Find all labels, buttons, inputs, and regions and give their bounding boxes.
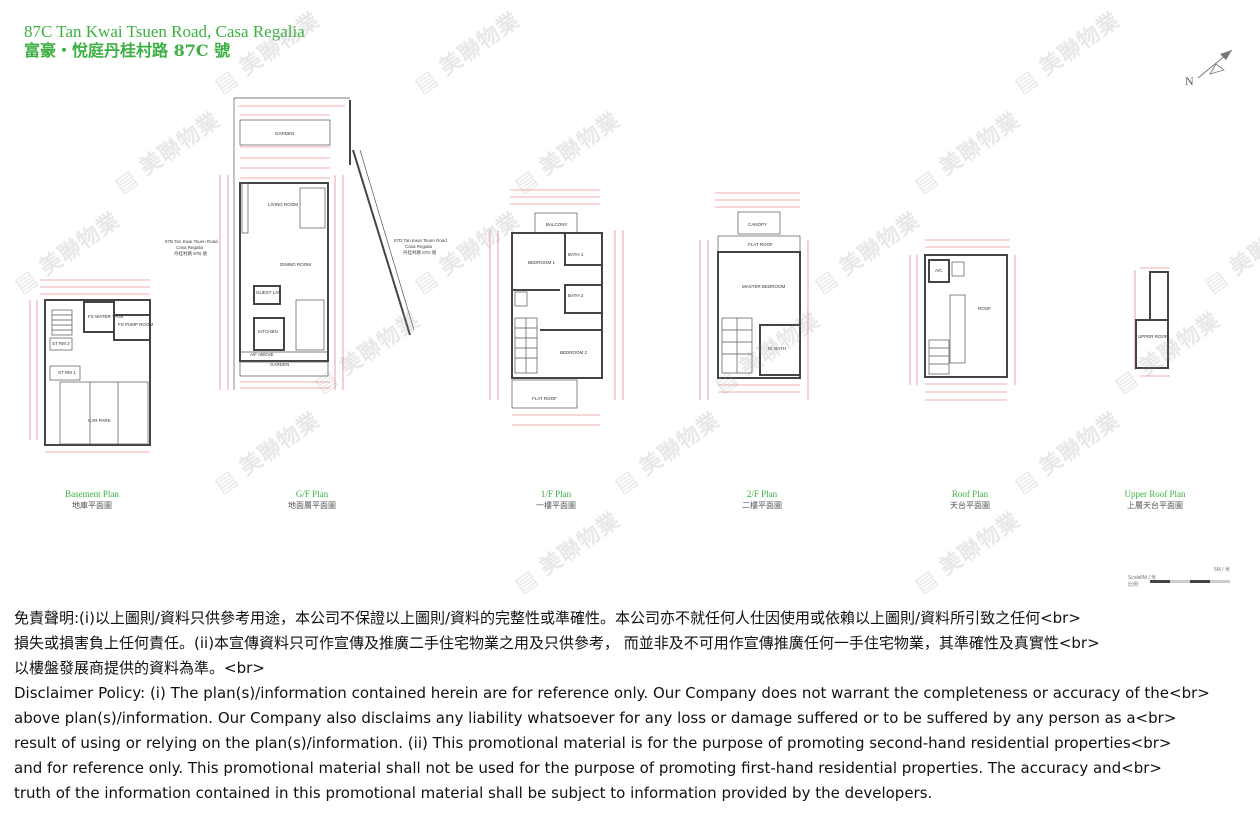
2f-room-4: M. BATH	[768, 346, 786, 351]
upper-roof-plan: UPPER ROOF	[1134, 267, 1170, 377]
basement-room-2: FS PUMP ROOM	[118, 322, 153, 327]
title-zh: 富豪・悅庭丹桂村路 87C 號	[24, 41, 231, 60]
gf-room-3: DINING ROOM	[280, 262, 311, 267]
gf-room-2: LIVING ROOM	[268, 202, 298, 207]
upper-roof-room-1: UPPER ROOF	[1138, 334, 1168, 339]
basement-room-1: FS WATER TANK	[88, 314, 124, 319]
gf-plan: GARDEN LIVING ROOM DINING ROOM GUEST LAV…	[165, 97, 447, 390]
caption-1f: 1/F Plan 一樓平面圖	[536, 489, 576, 510]
1f-plan: BALCONY BEDROOM 1 BATH 1 BATH 2 BEDROOM …	[489, 189, 624, 426]
caption-gf: G/F Plan 地面層平面圖	[288, 489, 336, 510]
disclaimer-en-line-5: truth of the information contained in th…	[14, 784, 933, 802]
disclaimer-en-line-4: and for reference only. This promotional…	[14, 759, 1163, 777]
scale-label-zh: 比例:	[1128, 582, 1140, 588]
title-block: 87C Tan Kwai Tsuen Road, Casa Regalia 富豪…	[24, 22, 305, 61]
1f-room-3: BATH 1	[568, 252, 584, 257]
roof-room-1: A/C	[935, 268, 943, 273]
gf-neighbour-left-2: Casa Regalia	[176, 245, 204, 250]
gf-room-6: A/F ABOVE	[250, 352, 274, 357]
disclaimer-zh-line-1: 免責聲明:(i)以上圖則/資料只供參考用途，本公司不保證以上圖則/資料的完整性或…	[14, 609, 1081, 627]
1f-room-4: BATH 2	[568, 293, 584, 298]
disclaimer-zh-line-3: 以樓盤發展商提供的資料為準。<br>	[14, 659, 265, 677]
scale-left: 0M / 米	[1140, 575, 1157, 581]
scale-label-en: Scale:	[1128, 575, 1142, 581]
2f-room-2: FLAT ROOF	[748, 242, 773, 247]
compass-label: N	[1185, 74, 1194, 88]
scale-graphic	[1150, 580, 1230, 583]
2f-plan: CANOPY FLAT ROOF MASTER BEDROOM M. BATH	[699, 192, 809, 400]
gf-room-7: GARDEN	[270, 362, 289, 367]
floor-plan-image: 87C Tan Kwai Tsuen Road, Casa Regalia 富豪…	[0, 0, 1260, 600]
caption-2f: 2/F Plan 二樓平面圖	[742, 489, 782, 510]
floor-plans-drawing: .wall { fill: none; stroke: #444; stroke…	[29, 97, 1170, 453]
gf-neighbour-right-3: 丹桂村路 87D 號	[403, 249, 437, 256]
2f-room-1: CANOPY	[748, 222, 767, 227]
disclaimer-en-line-1: Disclaimer Policy: (i) The plan(s)/infor…	[14, 684, 1210, 702]
gf-room-5: KITCHEN	[258, 329, 278, 334]
1f-room-2: BEDROOM 1	[528, 260, 556, 265]
gf-neighbour-right-1: 87D Tan Kwai Tsuen Road	[394, 238, 447, 243]
gf-neighbour-left-3: 丹桂村路 87B 號	[174, 250, 208, 257]
1f-room-6: FLAT ROOF	[532, 396, 557, 401]
caption-upper-roof: Upper Roof Plan 上層天台平面圖	[1124, 489, 1186, 510]
gf-neighbour-right-2: Casa Regalia	[405, 244, 433, 249]
scale-bar: 0M / 米 5M / 米 Scale: 比例:	[1120, 566, 1230, 588]
gf-neighbour-left-1: 87B Tan Kwai Tsuen Road	[165, 239, 218, 244]
disclaimer: 免責聲明:(i)以上圖則/資料只供參考用途，本公司不保證以上圖則/資料的完整性或…	[14, 606, 1254, 806]
caption-roof: Roof Plan 天台平面圖	[950, 489, 990, 510]
2f-room-3: MASTER BEDROOM	[742, 284, 786, 289]
basement-room-4: ST RM 1	[58, 370, 76, 375]
caption-basement: Basement Plan 地庫平面圖	[65, 489, 119, 510]
roof-plan: A/C ROOF	[909, 239, 1016, 401]
1f-room-5: BEDROOM 2	[560, 350, 588, 355]
scale-right: 5M / 米	[1213, 567, 1230, 573]
disclaimer-en-line-3: result of using or relying on the plan(s…	[14, 734, 1172, 752]
disclaimer-en-line-2: above plan(s)/information. Our Company a…	[14, 709, 1177, 727]
title-en: 87C Tan Kwai Tsuen Road, Casa Regalia	[24, 22, 305, 41]
basement-plan: FS WATER TANK FS PUMP ROOM ST RM 2 ST RM…	[29, 279, 153, 453]
1f-room-1: BALCONY	[546, 222, 568, 227]
disclaimer-zh-line-2: 損失或損害負上任何責任。(ii)本宣傳資料只可作宣傳及推廣二手住宅物業之用及只供…	[14, 634, 1100, 652]
roof-room-2: ROOF	[978, 306, 991, 311]
north-arrow-icon	[1197, 49, 1233, 79]
gf-room-1: GARDEN	[275, 131, 294, 136]
basement-room-5: CAR PARK	[88, 418, 111, 423]
basement-room-3: ST RM 2	[52, 341, 70, 346]
gf-room-4: GUEST LAV	[256, 290, 281, 295]
